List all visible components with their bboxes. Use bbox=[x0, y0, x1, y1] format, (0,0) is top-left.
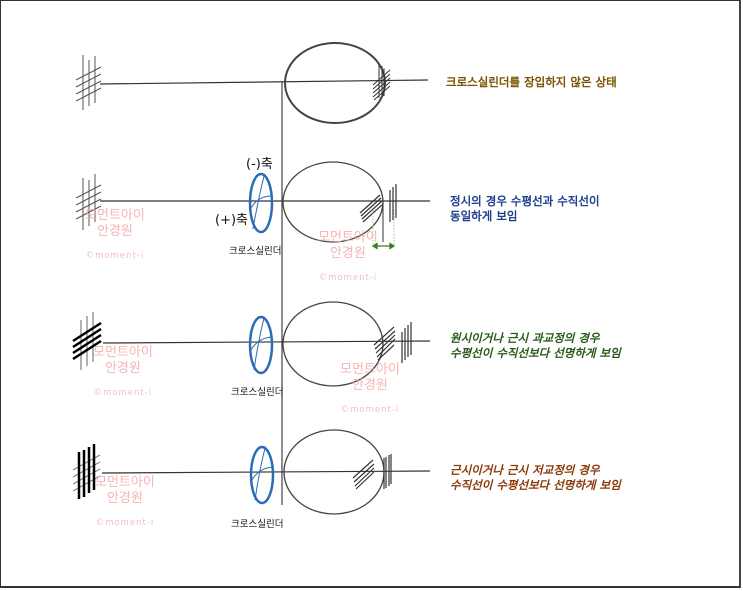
watermark: 모먼트아이 안경원 ©moment-i bbox=[318, 230, 378, 284]
lens-label: 크로스실린더 bbox=[231, 387, 284, 398]
watermark-line2: 안경원 bbox=[96, 224, 133, 239]
watermark-sub: ©moment-i bbox=[85, 251, 145, 261]
eyeball-outline bbox=[284, 42, 386, 124]
watermark-sub: ©moment-i bbox=[318, 273, 378, 283]
caption-line: 동일하게 보임 bbox=[450, 209, 518, 223]
optical-axis-line bbox=[101, 470, 431, 474]
lens-label: 크로스실린더 bbox=[229, 246, 282, 257]
target-grid-icon bbox=[75, 174, 102, 230]
retina-focus-icon bbox=[372, 64, 391, 101]
target-horizontal-bold-icon bbox=[72, 312, 102, 370]
caption-line: 정시의 경우 수평선과 수직선이 bbox=[450, 194, 600, 208]
retina-focus-icon bbox=[352, 454, 392, 490]
eyeball-outline bbox=[282, 301, 384, 387]
row-2-emmetropia bbox=[75, 161, 430, 250]
cross-cylinder-lens bbox=[248, 172, 274, 234]
row-4-myopia bbox=[72, 429, 431, 515]
caption-line: 크로스실린더를 장입하지 않은 상태 bbox=[446, 75, 617, 89]
watermark: 모먼트아이 안경원 ©moment-i bbox=[93, 345, 153, 399]
watermark-sub: ©moment-i bbox=[340, 405, 400, 415]
watermark-line2: 안경원 bbox=[329, 246, 366, 261]
caption-row-1: 크로스실린더를 장입하지 않은 상태 bbox=[446, 75, 617, 90]
watermark: 모먼트아이 안경원 ©moment-i bbox=[95, 475, 155, 529]
caption-row-3: 원시이거나 근시 과교정의 경우 수평선이 수직선보다 선명하게 보임 bbox=[450, 331, 621, 361]
watermark: 모먼트아이 안경원 ©moment-i bbox=[85, 208, 145, 262]
watermark-line1: 모먼트아이 bbox=[93, 345, 153, 360]
eyeball-outline bbox=[282, 161, 384, 243]
watermark-line2: 안경원 bbox=[351, 378, 388, 393]
interval-arrow-icon bbox=[371, 242, 396, 250]
target-grid-icon bbox=[75, 55, 102, 110]
cross-cylinder-lens bbox=[248, 315, 274, 375]
optical-axis-line bbox=[102, 340, 431, 344]
caption-row-2: 정시의 경우 수평선과 수직선이 동일하게 보임 bbox=[450, 194, 600, 224]
caption-row-4: 근시이거나 근시 저교정의 경우 수직선이 수평선보다 선명하게 보임 bbox=[450, 463, 621, 493]
minus-axis-label: (-)축 bbox=[246, 157, 273, 172]
target-vertical-bold-icon bbox=[72, 444, 101, 499]
watermark-line2: 안경원 bbox=[106, 491, 143, 506]
cross-cylinder-lens bbox=[249, 445, 275, 505]
plus-axis-label: (+)축 bbox=[215, 213, 248, 228]
retina-focus-icon bbox=[359, 184, 397, 223]
caption-line: 원시이거나 근시 과교정의 경우 bbox=[450, 331, 600, 345]
caption-line: 근시이거나 근시 저교정의 경우 bbox=[450, 463, 600, 477]
watermark-line1: 모먼트아이 bbox=[318, 230, 378, 245]
lens-label: 크로스실린더 bbox=[231, 519, 284, 530]
watermark-line1: 모먼트아이 bbox=[340, 362, 400, 377]
row-3-hyperopia bbox=[72, 301, 431, 387]
retina-focus-icon bbox=[373, 322, 412, 363]
watermark-line1: 모먼트아이 bbox=[95, 475, 155, 490]
watermark: 모먼트아이 안경원 ©moment-i bbox=[340, 362, 400, 416]
caption-line: 수평선이 수직선보다 선명하게 보임 bbox=[450, 346, 621, 360]
row-1-no-cylinder bbox=[75, 42, 429, 124]
interval-guide bbox=[372, 210, 395, 246]
watermark-sub: ©moment-i bbox=[93, 388, 153, 398]
watermark-sub: ©moment-i bbox=[95, 518, 155, 528]
optical-axis-line bbox=[99, 79, 429, 85]
caption-line: 수직선이 수평선보다 선명하게 보임 bbox=[450, 478, 621, 492]
watermark-line2: 안경원 bbox=[104, 361, 141, 376]
watermark-line1: 모먼트아이 bbox=[85, 208, 145, 223]
